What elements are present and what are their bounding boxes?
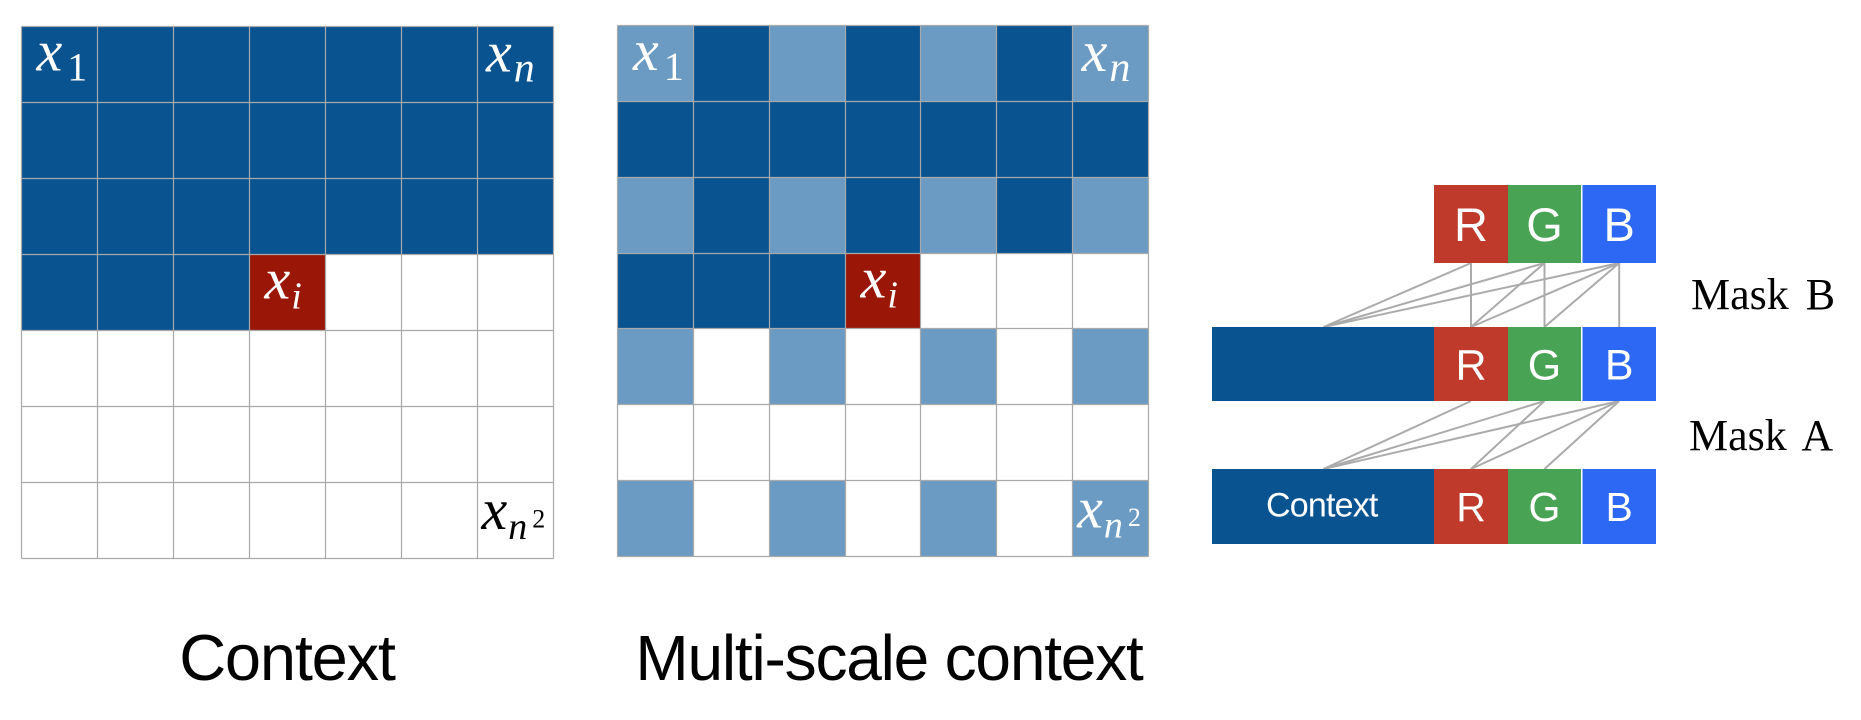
svg-text:B: B (1604, 198, 1635, 251)
svg-text:R: R (1456, 484, 1486, 530)
svg-text:xn: xn (1081, 19, 1131, 91)
svg-text:R: R (1454, 198, 1488, 251)
svg-text:B: B (1606, 484, 1633, 530)
svg-text:Context: Context (1266, 487, 1379, 525)
svg-text:G: G (1526, 198, 1563, 251)
svg-text:G: G (1528, 341, 1561, 389)
svg-text:Multi-scale context: Multi-scale context (635, 622, 1144, 694)
svg-text:Mask A: Mask A (1689, 411, 1833, 460)
svg-text:R: R (1455, 341, 1486, 389)
svg-text:Context: Context (179, 621, 396, 694)
svg-text:G: G (1529, 484, 1561, 530)
svg-text:Mask B: Mask B (1691, 270, 1835, 319)
svg-text:B: B (1605, 341, 1634, 389)
